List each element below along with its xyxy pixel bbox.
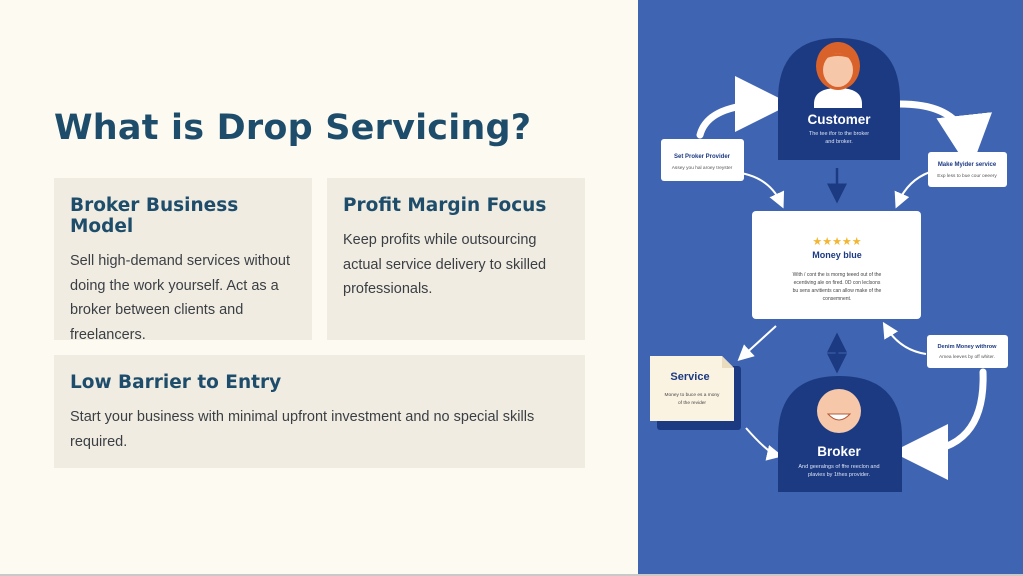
- arrow-right-to-broker: [892, 368, 987, 480]
- broker-avatar-icon: [817, 389, 861, 433]
- arrow-left-to-customer: [696, 76, 791, 139]
- rating-stars: ★★★★★: [812, 236, 861, 248]
- svg-text:of the revider: of the revider: [678, 400, 706, 406]
- card-body: Start your business with minimal upfront…: [70, 409, 535, 450]
- card-broker-business-model: Broker Business Model Sell high-demand s…: [54, 178, 312, 343]
- denim-box: Denim Money withrow Amea leeves by off w…: [927, 335, 1008, 368]
- arrow-center-to-service: [737, 325, 777, 362]
- customer-title: Customer: [807, 112, 871, 127]
- bottom-divider: [0, 574, 1023, 576]
- customer-node: Customer The tee ifor to the broker and …: [778, 38, 900, 160]
- card-title: Low Barrier to Entry: [70, 372, 282, 393]
- customer-avatar-icon: [814, 42, 862, 108]
- svg-text:and broker.: and broker.: [825, 139, 853, 145]
- svg-text:plavies by 1thes provider.: plavies by 1thes provider.: [808, 472, 871, 478]
- broker-node: Broker And geeralngs of ffre reeclon and…: [778, 376, 902, 492]
- card-body: Sell high-demand services without doing …: [70, 253, 291, 343]
- make-service-box: Make Myider service Exp less to bue cour…: [928, 152, 1007, 187]
- broker-title: Broker: [817, 444, 861, 459]
- svg-text:Exp less to bue cour oeeery: Exp less to bue cour oeeery: [937, 173, 997, 179]
- svg-text:Money to buce es a mony: Money to buce es a mony: [665, 392, 721, 398]
- svg-text:Make Myider service: Make Myider service: [938, 162, 997, 168]
- arrow-denim-to-center: [882, 321, 927, 355]
- service-card: Service Money to buce es a mony of the r…: [650, 356, 741, 430]
- card-profit-margin-focus: Profit Margin Focus Keep profits while o…: [327, 178, 585, 340]
- svg-text:consemnent.: consemnent.: [823, 296, 852, 302]
- left-panel: What is Drop Servicing? Broker Business …: [54, 108, 585, 468]
- svg-text:Assey you hal aroey treyster: Assey you hal aroey treyster: [672, 165, 733, 171]
- svg-text:Set Proker Provider: Set Proker Provider: [674, 154, 731, 160]
- svg-text:bu sens arvitients can allow m: bu sens arvitients can allow make of the: [793, 288, 882, 294]
- arrow-service-to-broker: [745, 427, 783, 461]
- svg-text:And geeralngs of ffre reeclon: And geeralngs of ffre reeclon and: [798, 464, 879, 470]
- page-title: What is Drop Servicing?: [54, 108, 532, 148]
- set-provider-box: Set Proker Provider Assey you hal aroey …: [661, 139, 744, 181]
- card-body: Keep profits while outsourcing actual se…: [343, 232, 547, 297]
- diagram-panel: Customer The tee ifor to the broker and …: [638, 0, 1023, 576]
- center-card: ★★★★★ Money blue With / cont the is morn…: [752, 211, 921, 319]
- svg-text:Amea leeves by off whiter.: Amea leeves by off whiter.: [939, 354, 995, 360]
- drop-servicing-diagram: Customer The tee ifor to the broker and …: [650, 38, 1008, 492]
- svg-text:Service: Service: [670, 371, 709, 383]
- svg-text:Money blue: Money blue: [812, 250, 862, 260]
- card-title: Broker Business Model: [70, 195, 239, 237]
- arrow-service-to-center: [894, 171, 931, 209]
- arrow-customer-to-right: [896, 100, 993, 171]
- svg-text:ecentiving ale on fired. 0D co: ecentiving ale on fired. 0D con leclsons: [794, 280, 881, 286]
- card-title: Profit Margin Focus: [343, 195, 547, 216]
- svg-text:With / cont the is morng teeed: With / cont the is morng teeed out of th…: [793, 272, 882, 278]
- svg-text:Denim Money withrow: Denim Money withrow: [937, 344, 997, 350]
- svg-text:The tee ifor to the broker: The tee ifor to the broker: [809, 131, 869, 137]
- card-low-barrier-to-entry: Low Barrier to Entry Start your business…: [54, 355, 585, 468]
